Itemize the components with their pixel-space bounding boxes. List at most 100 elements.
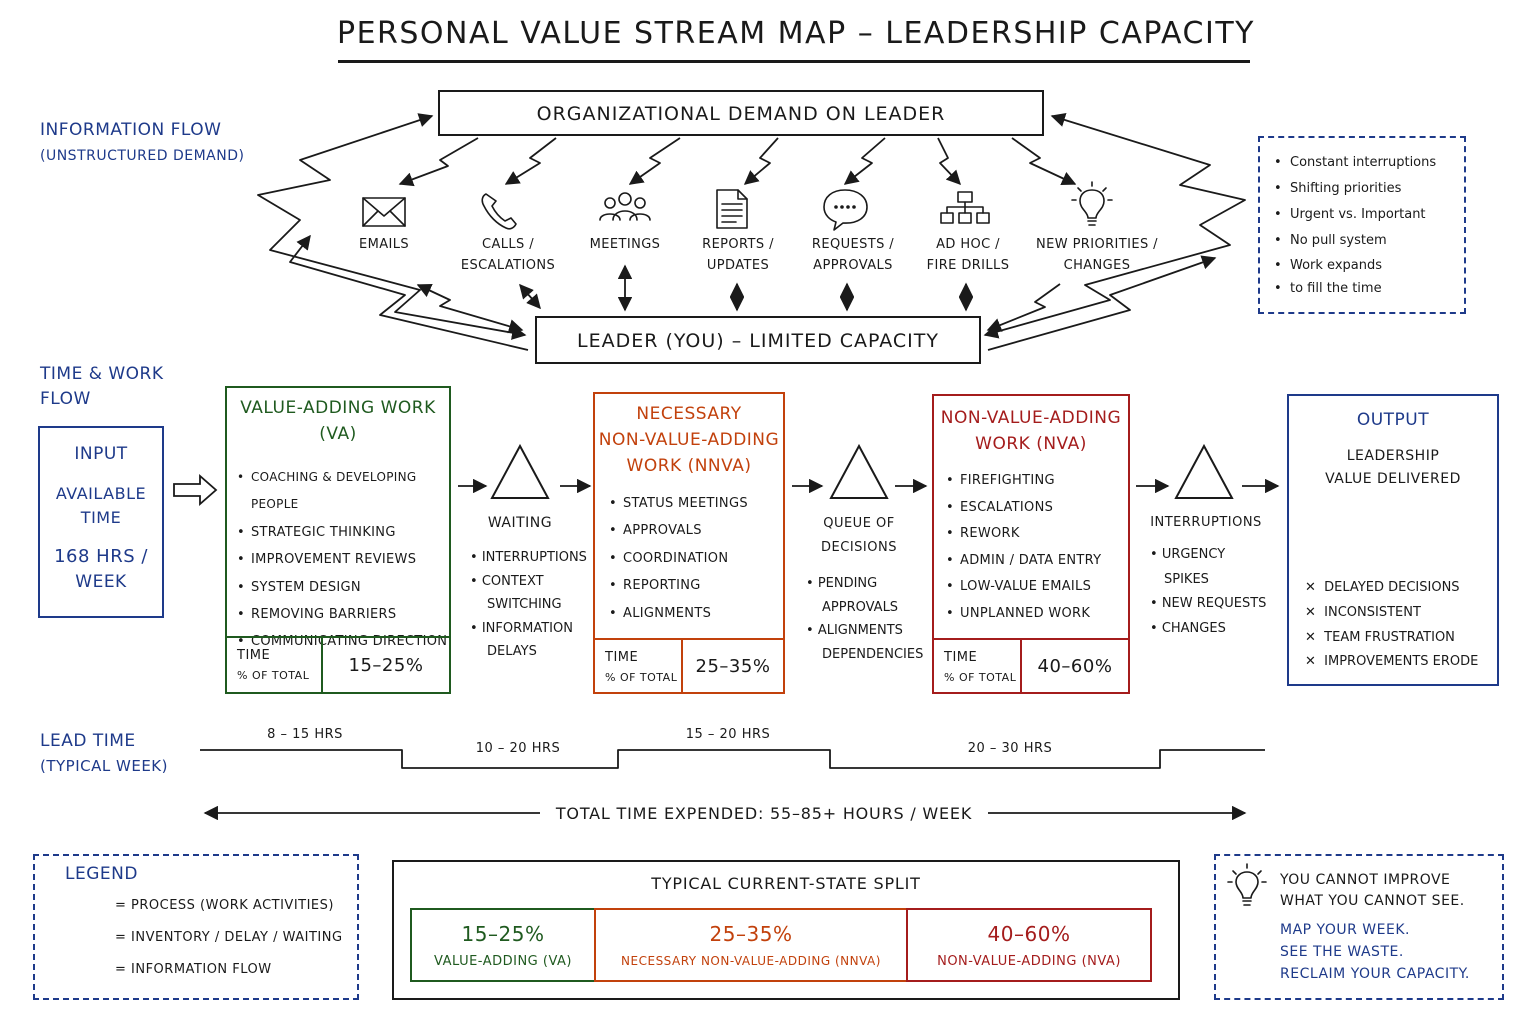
output-item: ✕ INCONSISTENT bbox=[1305, 604, 1421, 620]
legend-inventory-text: = INVENTORY / DELAY / WAITING bbox=[115, 930, 343, 945]
queue-item: DEPENDENCIES bbox=[822, 646, 924, 662]
nnva-item: REPORTING bbox=[609, 572, 748, 600]
demand-label-priorities: NEW PRIORITIES /CHANGES bbox=[1036, 237, 1158, 273]
nva-time-label2: % OF TOTAL bbox=[944, 671, 1017, 684]
note-item: Constant interruptions bbox=[1274, 150, 1436, 176]
queue-triangle bbox=[829, 443, 889, 499]
nva-process-box: NON-VALUE-ADDING WORK (NVA) FIREFIGHTING… bbox=[932, 394, 1130, 694]
split-nnva-pct: 25–35% bbox=[709, 922, 793, 946]
document-icon bbox=[716, 189, 748, 229]
va-items: COACHING & DEVELOPING PEOPLE STRATEGIC T… bbox=[237, 464, 449, 656]
interruptions-triangle bbox=[1174, 443, 1234, 499]
waiting-title: WAITING bbox=[487, 515, 553, 531]
demand-label-requests: REQUESTS /APPROVALS bbox=[811, 237, 895, 273]
phone-icon bbox=[481, 193, 517, 230]
queue-item: • PENDING bbox=[806, 576, 878, 591]
nva-time-label1: TIME bbox=[944, 650, 978, 665]
interruptions-item: SPIKES bbox=[1164, 571, 1209, 587]
x-mark-icon: ✕ bbox=[1305, 629, 1316, 645]
va-item: COMMUNICATING DIRECTION bbox=[237, 628, 449, 656]
speech-bubble-icon bbox=[823, 189, 868, 231]
input-hollow-arrow bbox=[173, 474, 218, 506]
output-item: ✕ DELAYED DECISIONS bbox=[1305, 580, 1460, 595]
output-line1: LEADERSHIP bbox=[1346, 448, 1440, 464]
demand-label-reports: REPORTS /UPDATES bbox=[702, 237, 774, 273]
nva-time-pct: 40–60% bbox=[1037, 656, 1113, 677]
input-box: INPUT AVAILABLE TIME 168 HRS / WEEK bbox=[38, 426, 164, 618]
x-mark-icon: ✕ bbox=[1305, 580, 1316, 595]
callout-line5: RECLAIM YOUR CAPACITY. bbox=[1280, 966, 1470, 982]
nva-item: LOW-VALUE EMAILS bbox=[946, 574, 1101, 601]
va-item: REMOVING BARRIERS bbox=[237, 601, 449, 629]
nva-item: ADMIN / DATA ENTRY bbox=[946, 548, 1101, 575]
callout-lightbulb-icon bbox=[1227, 863, 1267, 906]
lightbulb-icon bbox=[1071, 181, 1113, 226]
va-time-pct: 15–25% bbox=[348, 655, 424, 676]
nva-items: FIREFIGHTING ESCALATIONS REWORK ADMIN / … bbox=[946, 468, 1101, 628]
demand-box: ORGANIZATIONAL DEMAND ON LEADER bbox=[438, 90, 1044, 136]
va-item: SYSTEM DESIGN bbox=[237, 574, 449, 602]
x-mark-icon: ✕ bbox=[1305, 654, 1316, 670]
nnva-item: APPROVALS bbox=[609, 517, 748, 545]
nnva-time-pct: 25–35% bbox=[695, 656, 771, 677]
input-hours2: WEEK bbox=[75, 572, 127, 592]
lead-time-segment-2: 10 – 20 HRS bbox=[475, 741, 561, 756]
people-icon bbox=[599, 192, 651, 221]
split-cell-va: 15–25% VALUE-ADDING (VA) bbox=[410, 908, 596, 982]
va-time-cell: TIME % OF TOTAL 15–25% bbox=[227, 636, 449, 694]
info-arrow-adhoc bbox=[937, 137, 961, 186]
va-item: COACHING & DEVELOPING PEOPLE bbox=[237, 464, 449, 519]
nva-item: ESCALATIONS bbox=[946, 495, 1101, 522]
demand-label-meetings: MEETINGS bbox=[589, 237, 661, 252]
queue-items: • PENDING APPROVALS • ALIGNMENTS DEPENDE… bbox=[806, 572, 923, 666]
note-item: Urgent vs. Important bbox=[1274, 202, 1436, 228]
nva-item: UNPLANNED WORK bbox=[946, 601, 1101, 628]
legend-box: LEGEND = PROCESS (WORK ACTIVITIES) = INV… bbox=[33, 854, 359, 1000]
interruptions-item: • URGENCY bbox=[1150, 547, 1226, 562]
notes-list: Constant interruptions Shifting prioriti… bbox=[1274, 150, 1436, 300]
outer-flow-right-top bbox=[983, 112, 1246, 339]
callout-line2: WHAT YOU CANNOT SEE. bbox=[1280, 893, 1465, 909]
waiting-items: • INTERRUPTIONS • CONTEXT SWITCHING • IN… bbox=[470, 546, 587, 664]
split-nva-label: NON-VALUE-ADDING (NVA) bbox=[937, 954, 1121, 969]
lead-time-segment-4: 20 – 30 HRS bbox=[967, 741, 1053, 756]
interruptions-item: • CHANGES bbox=[1150, 620, 1226, 636]
leader-box-label: LEADER (YOU) – LIMITED CAPACITY bbox=[576, 330, 939, 352]
waiting-item: DELAYS bbox=[487, 644, 537, 659]
demand-label-emails: EMAILS bbox=[358, 237, 410, 252]
va-time-label1: TIME bbox=[237, 648, 271, 663]
output-title: OUTPUT bbox=[1356, 410, 1430, 430]
outer-flow-right-bottom bbox=[987, 255, 1217, 351]
org-chart-icon bbox=[940, 191, 990, 224]
waiting-item: SWITCHING bbox=[487, 597, 562, 612]
note-item: Shifting priorities bbox=[1274, 176, 1436, 202]
input-line2: TIME bbox=[80, 508, 122, 527]
nva-item: FIREFIGHTING bbox=[946, 468, 1101, 495]
total-time-label: TOTAL TIME EXPENDED: 55–85+ HOURS / WEEK bbox=[555, 804, 973, 823]
split-title: TYPICAL CURRENT-STATE SPLIT bbox=[651, 874, 921, 893]
legend-info-text: = INFORMATION FLOW bbox=[115, 962, 272, 977]
time-work-label: TIME & WORK FLOW bbox=[40, 364, 164, 409]
va-item: STRATEGIC THINKING bbox=[237, 519, 449, 547]
input-hours1: 168 HRS / bbox=[54, 546, 148, 567]
info-flow-sublabel: (UNSTRUCTURED DEMAND) bbox=[40, 148, 245, 164]
info-arrow-meetings bbox=[628, 137, 681, 185]
info-arrow-reports bbox=[743, 137, 779, 185]
demand-label-adhoc: AD HOC /FIRE DRILLS bbox=[926, 237, 1010, 273]
title-underline bbox=[338, 60, 1250, 63]
va-item: IMPROVEMENT REVIEWS bbox=[237, 546, 449, 574]
nnva-time-label1: TIME bbox=[605, 650, 639, 665]
input-title: INPUT bbox=[74, 444, 128, 464]
callout-line1: YOU CANNOT IMPROVE bbox=[1280, 872, 1451, 888]
waiting-item: • CONTEXT bbox=[470, 573, 544, 589]
legend-process-text: = PROCESS (WORK ACTIVITIES) bbox=[115, 898, 334, 913]
lead-time-segment-3: 15 – 20 HRS bbox=[685, 727, 771, 742]
nva-title1: NON-VALUE-ADDING bbox=[940, 408, 1122, 428]
demand-box-label: ORGANIZATIONAL DEMAND ON LEADER bbox=[536, 103, 946, 125]
x-mark-icon: ✕ bbox=[1305, 604, 1316, 620]
outer-flow-left-top bbox=[257, 113, 527, 340]
note-item: Work expands bbox=[1274, 254, 1436, 278]
input-line1: AVAILABLE bbox=[55, 484, 147, 503]
va-time-divider bbox=[321, 638, 323, 694]
nnva-time-divider bbox=[681, 640, 683, 694]
